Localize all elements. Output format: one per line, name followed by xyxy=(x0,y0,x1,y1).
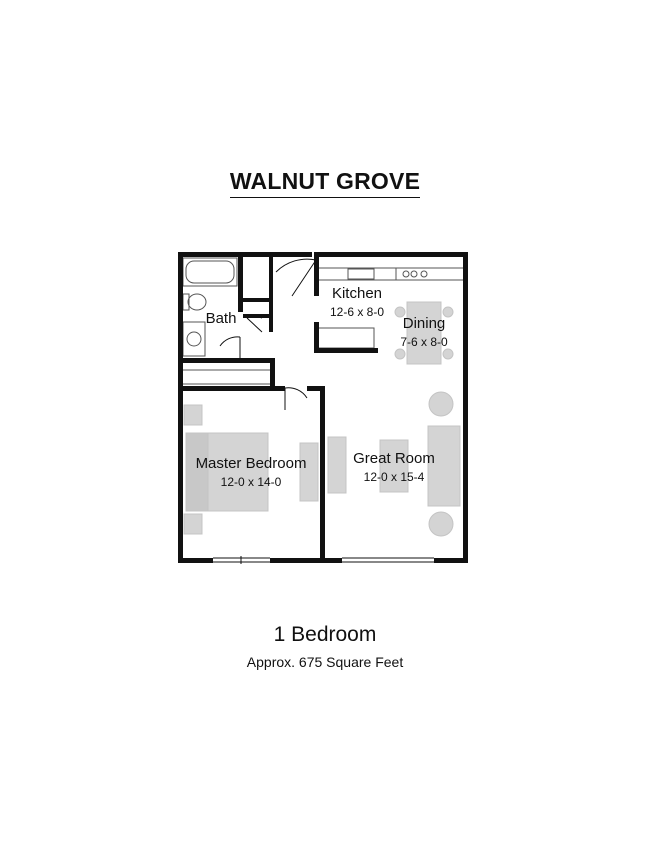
great-room-label: Great Room xyxy=(353,450,435,467)
kitchen-dims: 12-6 x 8-0 xyxy=(330,305,384,319)
bath-label: Bath xyxy=(206,310,237,327)
wall-top-left xyxy=(178,252,312,257)
coffee-table xyxy=(379,439,409,493)
wall-closet-front xyxy=(270,358,275,388)
wall-right xyxy=(463,252,468,563)
sofa xyxy=(427,425,461,507)
entry-door xyxy=(275,258,317,297)
dresser xyxy=(299,442,319,502)
plan-title: WALNUT GROVE xyxy=(0,168,650,198)
wall-bedroom-right xyxy=(320,386,325,563)
bedroom-door xyxy=(284,387,308,410)
range-burner-3 xyxy=(420,270,428,278)
closet-door xyxy=(246,315,263,333)
dining-table xyxy=(406,301,442,365)
vanity-sink xyxy=(186,331,202,347)
dining-dims: 7-6 x 8-0 xyxy=(400,335,448,349)
walls xyxy=(178,252,468,563)
closet-shelf xyxy=(180,369,272,385)
kitchen-label: Kitchen xyxy=(332,285,382,302)
range-burner-2 xyxy=(410,270,418,278)
wall-closet-right xyxy=(269,252,273,332)
range-burner-1 xyxy=(402,270,410,278)
bathtub-inner xyxy=(185,260,235,284)
windows xyxy=(213,556,434,564)
bath-vanity xyxy=(182,321,206,357)
wall-bedroom-top-r xyxy=(307,386,325,391)
bath-door xyxy=(219,336,241,358)
nightstand-top xyxy=(183,404,203,426)
tv-console xyxy=(327,436,347,494)
master-bedroom-dims: 12-0 x 14-0 xyxy=(221,475,282,489)
chair-bottom xyxy=(428,511,454,537)
chair-top xyxy=(428,391,454,417)
wall-left xyxy=(178,252,183,563)
bed-headboard xyxy=(185,432,209,512)
plan-title-text: WALNUT GROVE xyxy=(229,168,421,198)
wall-top-right xyxy=(314,252,468,257)
dining-chair-3 xyxy=(442,306,454,318)
wall-island-side xyxy=(314,322,319,353)
dining-chair-2 xyxy=(394,348,406,360)
wall-island xyxy=(314,348,378,353)
wall-bottom-left xyxy=(178,558,213,563)
unit-type: 1 Bedroom xyxy=(273,623,377,646)
furniture xyxy=(183,301,461,537)
wall-bath-bottom xyxy=(178,358,275,363)
nightstand-bottom xyxy=(183,513,203,535)
toilet-bowl xyxy=(187,293,207,311)
bathtub xyxy=(182,257,238,287)
kitchen-island xyxy=(317,327,375,349)
wall-bottom-right xyxy=(434,558,468,563)
great-room-dims: 12-0 x 15-4 xyxy=(364,470,425,484)
dining-chair-1 xyxy=(394,306,406,318)
dining-label: Dining xyxy=(403,315,446,332)
wall-closet-mid xyxy=(243,298,273,302)
wall-kitchen-left xyxy=(314,252,319,296)
kitchen-sink xyxy=(347,268,375,280)
master-bedroom-label: Master Bedroom xyxy=(196,455,307,472)
wall-bedroom-top xyxy=(178,386,285,391)
wall-closet-low xyxy=(243,314,273,318)
kitchen-counter xyxy=(317,267,465,281)
dining-chair-4 xyxy=(442,348,454,360)
wall-bottom-mid xyxy=(270,558,342,563)
wall-bath-right xyxy=(238,252,243,312)
unit-area: Approx. 675 Square Feet xyxy=(246,654,404,670)
